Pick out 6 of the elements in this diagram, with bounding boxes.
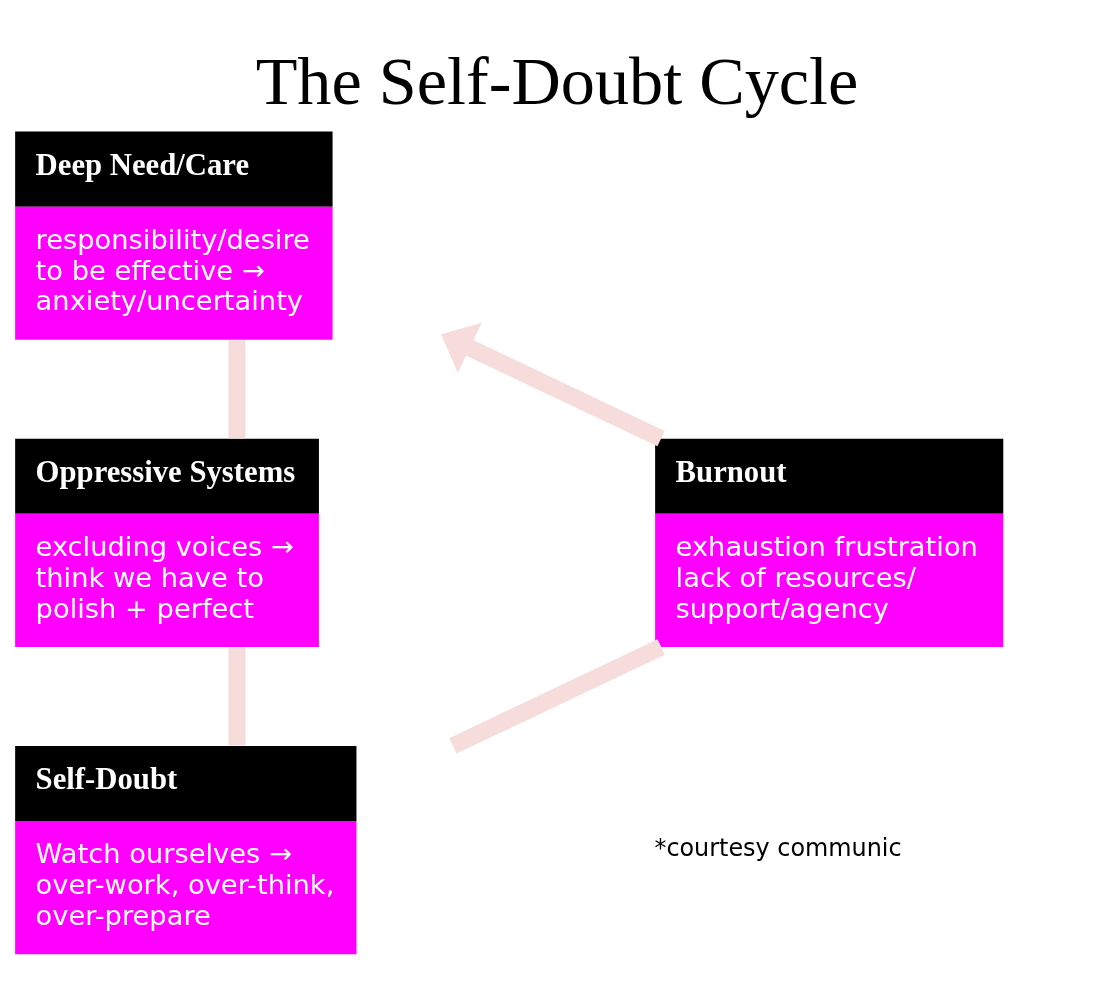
- connector: [449, 638, 665, 754]
- diagram-title: The Self-Doubt Cycle: [255, 42, 859, 119]
- connector: [228, 339, 246, 438]
- arrow: [441, 322, 665, 446]
- label: *courtesy communic: [654, 833, 902, 862]
- connector: [228, 646, 246, 746]
